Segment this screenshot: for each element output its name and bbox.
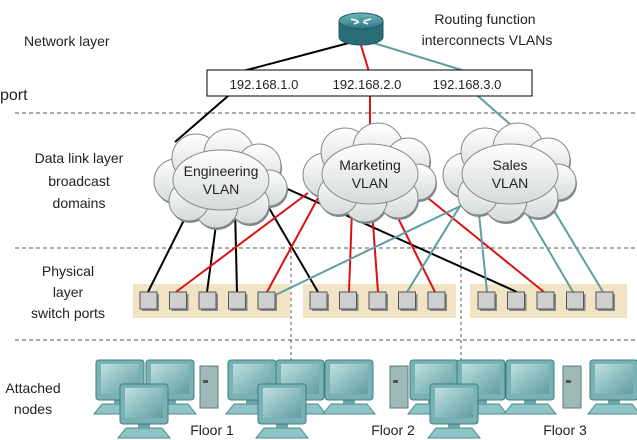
datalink-label-2: broadcast xyxy=(48,173,110,189)
physical-label-1: Physical xyxy=(42,263,94,279)
switch-ports xyxy=(139,291,615,311)
router-icon xyxy=(338,12,384,46)
switch-port-icon xyxy=(368,291,387,310)
physical-label-2: layer xyxy=(53,284,84,300)
floor-1-label: Floor 1 xyxy=(190,422,234,438)
switch-port-icon xyxy=(536,291,555,310)
attached-label-1: Attached xyxy=(5,380,60,396)
subnet-2: 192.168.2.0 xyxy=(333,77,402,92)
attached-label-2: nodes xyxy=(14,401,52,417)
cropped-text: port xyxy=(0,87,28,104)
vlan-port-links xyxy=(147,181,604,301)
switch-port-icon xyxy=(477,291,496,310)
floor-separators xyxy=(290,250,462,360)
vlan-sales-cloud: Sales VLAN xyxy=(442,122,577,224)
floor-3-label: Floor 3 xyxy=(543,422,587,438)
vlan-engineering-label-1: Engineering xyxy=(184,163,259,179)
computer-icon xyxy=(322,359,376,415)
computer-icon xyxy=(255,383,309,439)
vlan-sales-label-2: VLAN xyxy=(492,175,529,191)
switch-port-icon xyxy=(339,291,357,310)
computer-tower-icon xyxy=(199,365,219,409)
router-caption-2: interconnects VLANs xyxy=(422,32,553,48)
vlan-engineering-label-2: VLAN xyxy=(203,181,240,197)
vlan-marketing-label-2: VLAN xyxy=(352,175,389,191)
vlan-engineering-cloud: Engineering VLAN xyxy=(153,128,288,230)
switch-port-icon xyxy=(139,291,158,310)
switch-port-icon xyxy=(257,291,276,310)
physical-label-3: switch ports xyxy=(31,305,105,321)
computer-icon xyxy=(117,383,171,439)
computer-tower-icon xyxy=(389,365,409,409)
computer-tower-icon xyxy=(562,365,582,409)
datalink-label-3: domains xyxy=(53,195,106,211)
router-caption-1: Routing function xyxy=(434,11,535,27)
layer-dividers xyxy=(15,112,637,341)
vlan-sales-label-1: Sales xyxy=(492,157,527,173)
switch-port-icon xyxy=(169,291,187,310)
subnet-3: 192.168.3.0 xyxy=(433,77,502,92)
subnet-address-box: 192.168.1.0 192.168.2.0 192.168.3.0 xyxy=(206,69,533,97)
switch-port-icon xyxy=(427,291,446,310)
computer-icon xyxy=(587,359,637,415)
switch-port-icon xyxy=(595,291,614,310)
floor-2-label: Floor 2 xyxy=(371,422,415,438)
datalink-label-1: Data link layer xyxy=(35,150,124,166)
vlan-marketing-cloud: Marketing VLAN xyxy=(302,122,437,224)
switch-port-icon xyxy=(398,291,416,310)
switch-port-icon xyxy=(309,291,328,310)
switch-port-icon xyxy=(566,291,584,310)
subnet-1: 192.168.1.0 xyxy=(230,77,299,92)
network-layer-label: Network layer xyxy=(24,33,110,49)
switch-port-icon xyxy=(507,291,525,310)
switch-port-icon xyxy=(228,291,246,310)
computer-icon xyxy=(503,359,557,415)
vlan-marketing-label-1: Marketing xyxy=(339,157,400,173)
computer-icon xyxy=(427,383,481,439)
switch-port-icon xyxy=(198,291,217,310)
